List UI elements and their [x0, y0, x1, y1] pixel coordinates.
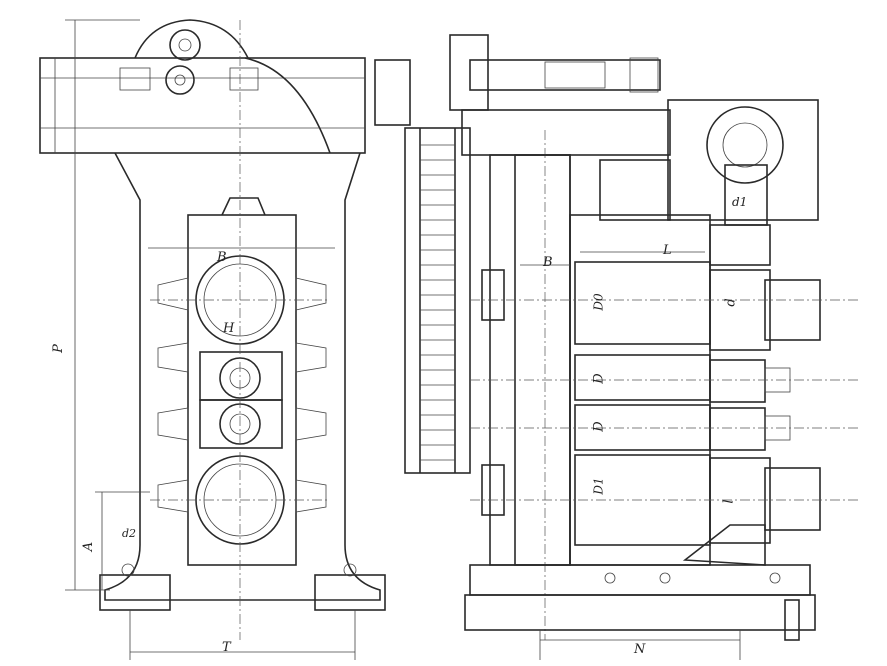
side-ladder [374, 59, 471, 474]
front-view [39, 19, 386, 660]
front-housing [104, 152, 381, 601]
label-N: N [634, 642, 646, 657]
label-d1: d1 [732, 195, 748, 209]
housing-window [187, 214, 297, 566]
side-housing [489, 154, 571, 566]
front-left-foot [99, 574, 171, 611]
label-H: H [223, 321, 235, 336]
upper-bearing [709, 269, 771, 351]
upper-work-roll-chock [199, 351, 283, 401]
front-top-platform [39, 57, 366, 154]
front-gear-dome [134, 19, 249, 59]
label-D1: D1 [591, 477, 606, 495]
label-d2: d2 [122, 527, 137, 540]
label-d-lower: l [721, 499, 737, 504]
side-top-platform [461, 109, 671, 156]
front-right-foot [314, 574, 386, 611]
side-base-plate [469, 564, 811, 596]
label-D0: D0 [591, 293, 606, 311]
label-D-lower: D [591, 421, 607, 432]
side-view [374, 34, 860, 660]
label-A: A [81, 541, 97, 552]
lower-bearing [709, 457, 771, 544]
lower-work-roll-chock [199, 399, 283, 449]
label-B-right: B [543, 255, 553, 270]
label-P: P [50, 344, 66, 353]
label-d-upper: d [723, 298, 739, 307]
label-B-left: B [217, 250, 227, 265]
label-T: T [222, 640, 231, 655]
label-D-upper: D [591, 373, 607, 384]
label-L: L [663, 243, 672, 258]
